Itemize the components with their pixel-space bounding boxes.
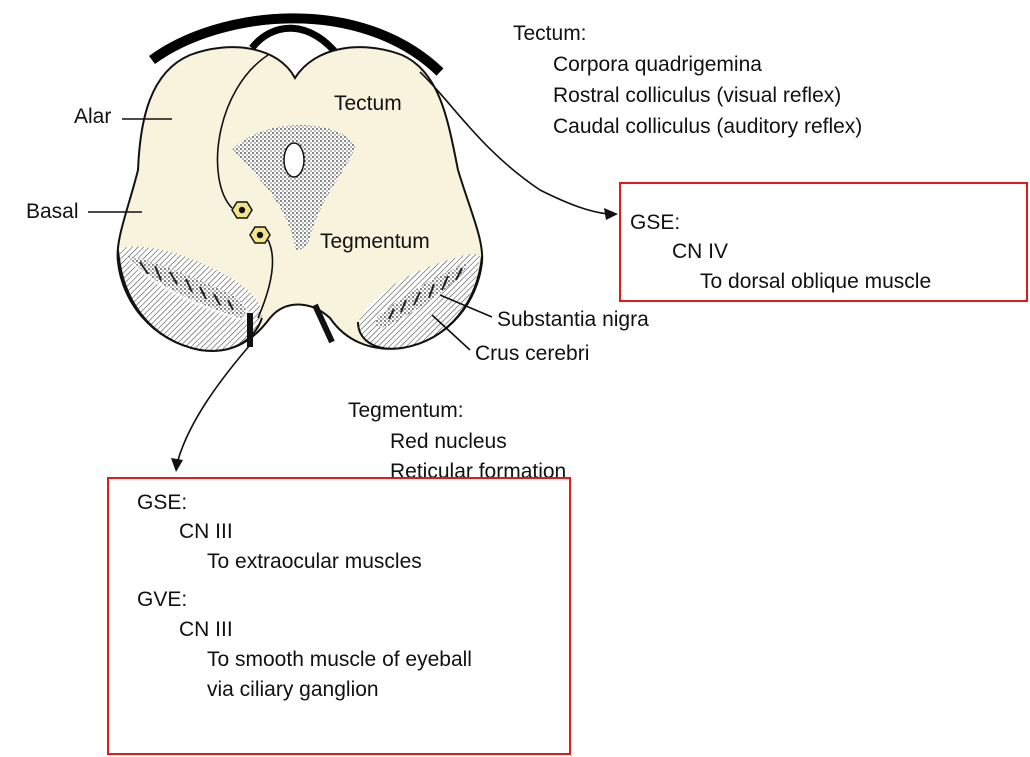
basal-label: Basal [26,200,79,224]
tegmentum-legend-item: Red nucleus [390,430,507,454]
cn3-highlight-box [107,477,571,755]
cn3-gve-type: GVE: [137,588,187,612]
cn3-gve-target-2: via ciliary ganglion [207,678,379,702]
cerebral-aqueduct [284,143,304,177]
cn3-root [247,313,253,347]
cn4-nerve: CN IV [672,240,728,264]
cn3-gve-nerve: CN III [179,618,233,642]
cn3-exit-path [178,345,250,460]
substantia-nigra-label: Substantia nigra [497,308,649,332]
cn3-gse-nerve: CN III [179,520,233,544]
tectum-legend-item: Corpora quadrigemina [553,53,762,77]
cn3-gse-target: To extraocular muscles [207,550,422,574]
cn3-gve-target-1: To smooth muscle of eyeball [207,648,472,672]
tectum-label: Tectum [334,92,402,116]
cn3-nucleus [250,227,270,243]
tectum-legend-heading: Tectum: [513,22,587,46]
cn4-type: GSE: [630,211,680,235]
tectum-legend-item: Rostral colliculus (visual reflex) [553,84,841,108]
cn4-target: To dorsal oblique muscle [700,270,931,294]
tegmentum-legend-heading: Tegmentum: [348,399,464,423]
cn3-arrowhead [171,458,183,472]
cn3-gse-type: GSE: [137,491,187,515]
cn4-arrowhead [604,208,618,220]
alar-label: Alar [74,105,111,129]
cn4-nucleus [232,202,252,218]
tegmentum-label: Tegmentum [320,230,430,254]
tectum-legend-item: Caudal colliculus (auditory reflex) [553,115,862,139]
crus-cerebri-label: Crus cerebri [475,342,589,366]
